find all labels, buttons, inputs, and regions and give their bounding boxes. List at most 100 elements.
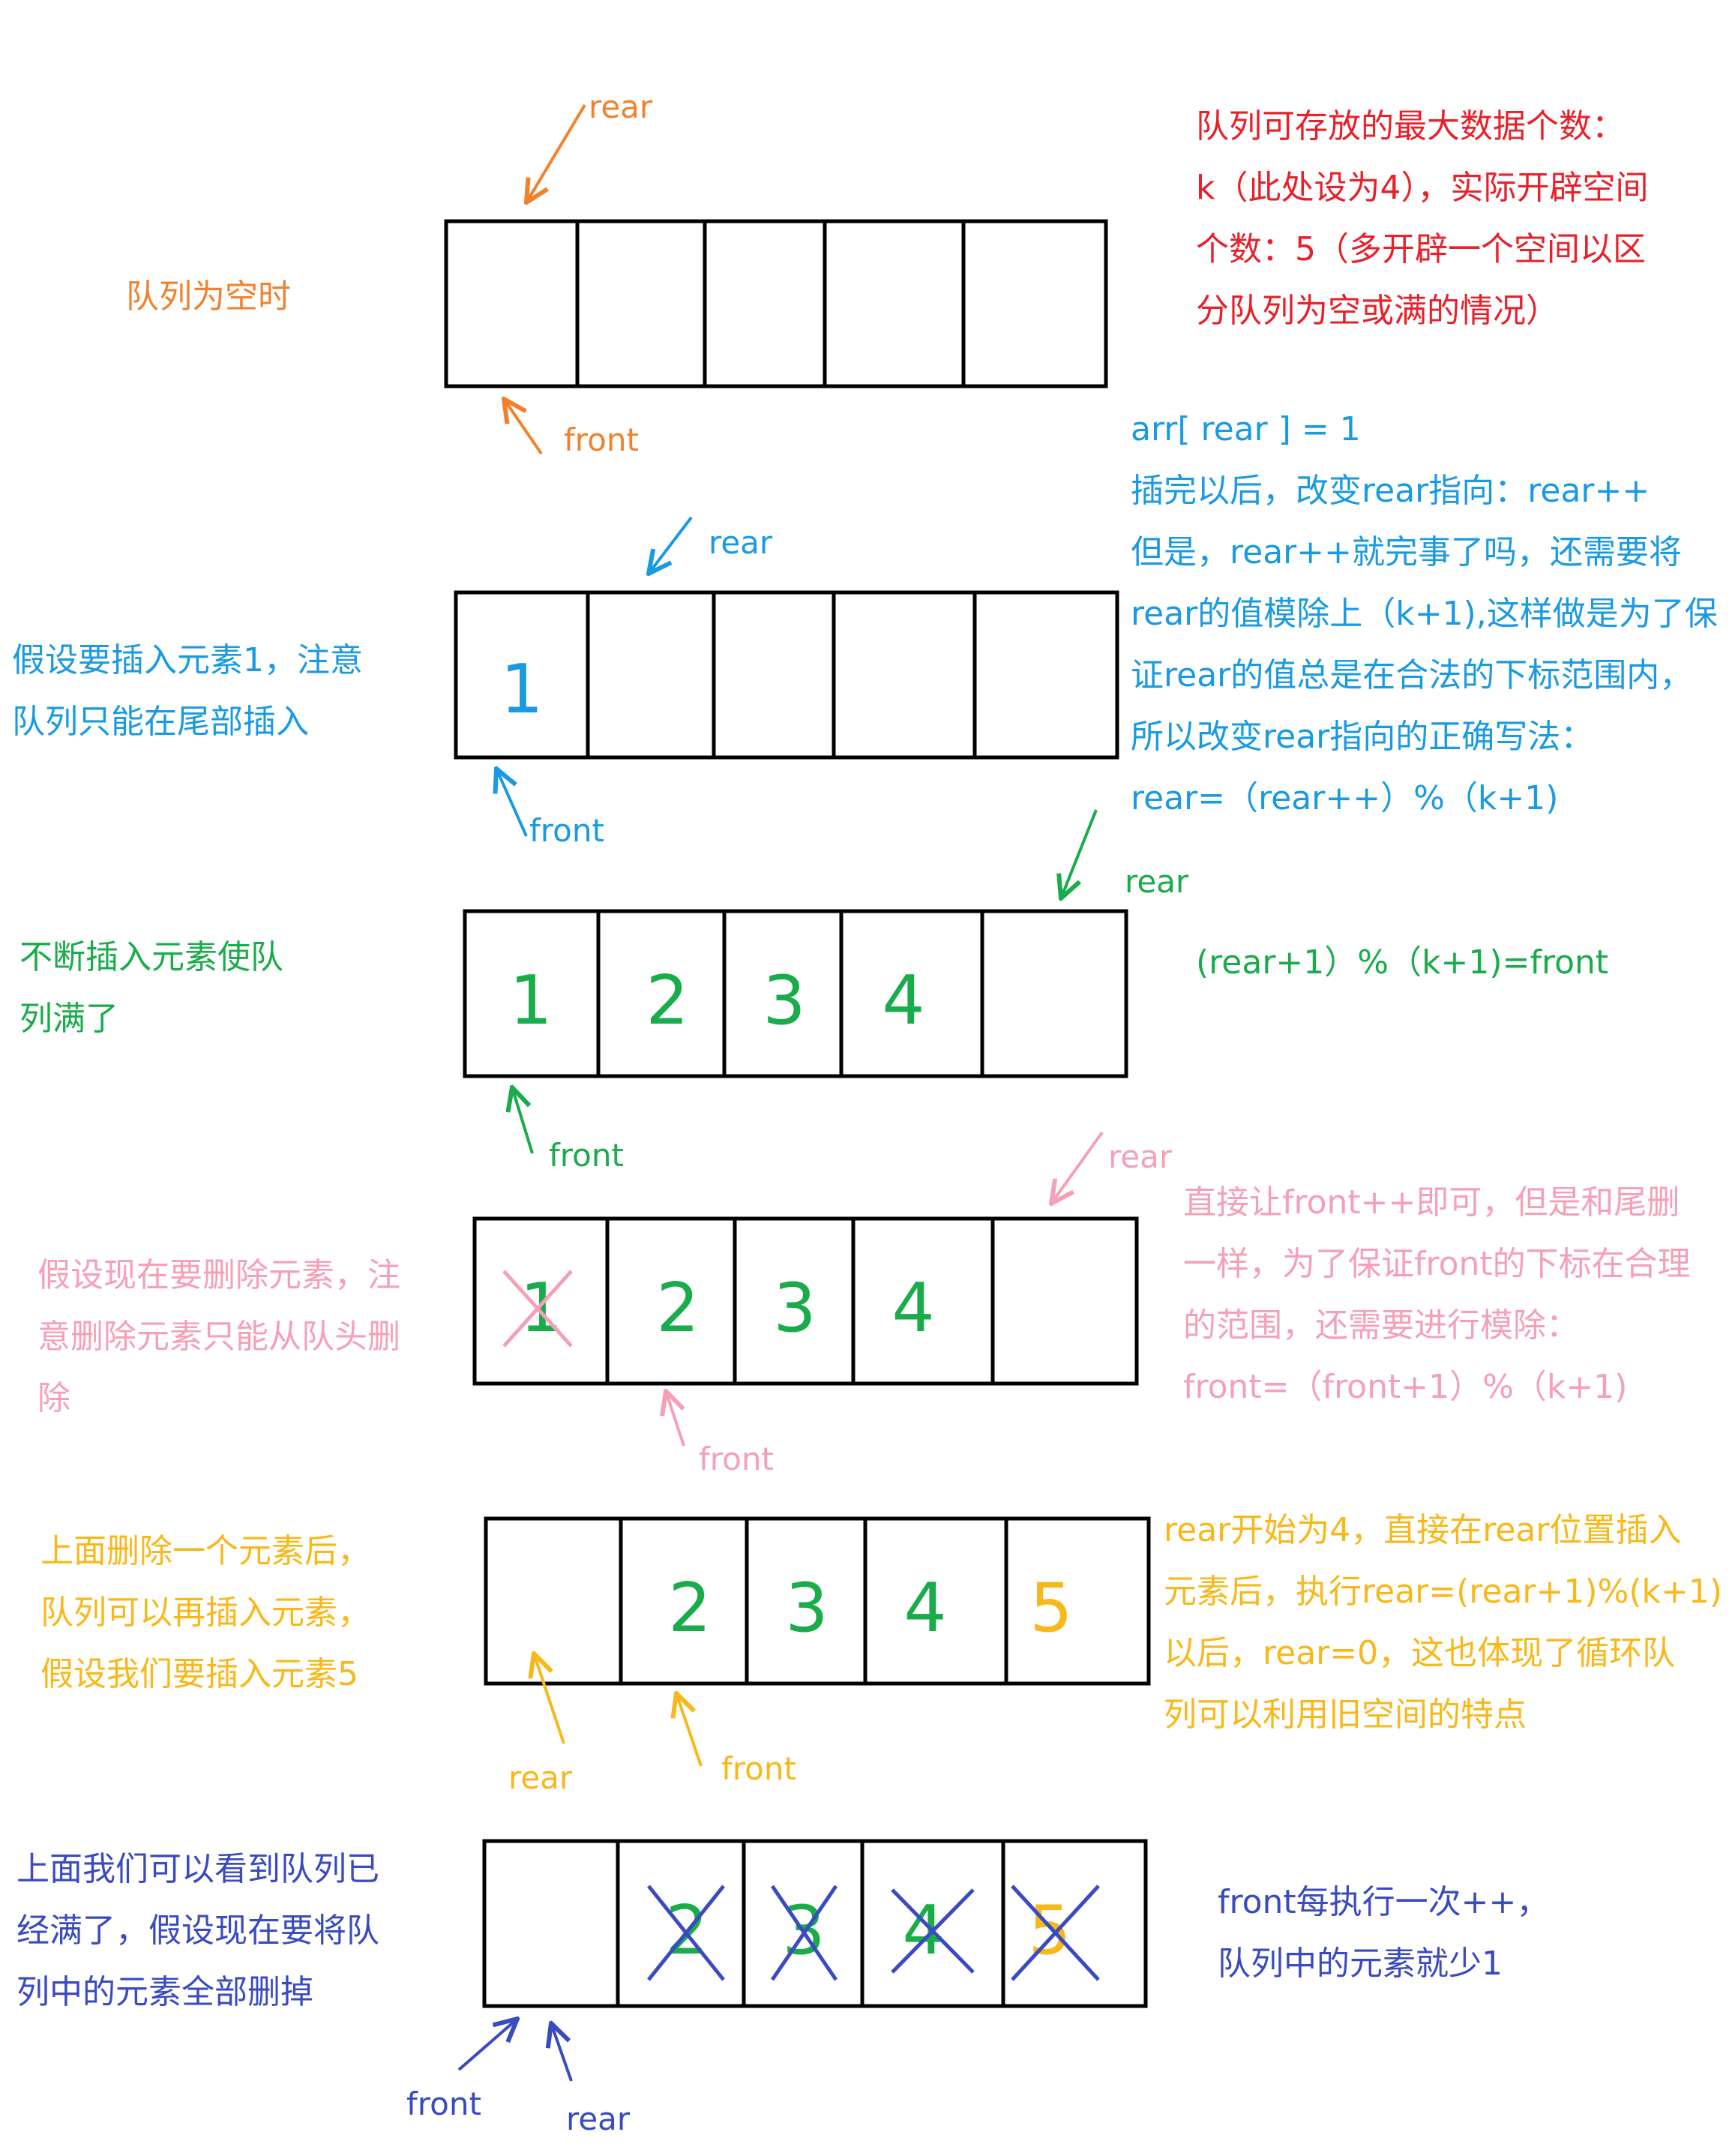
step5-caption: 上面删除一个元素后， 队列可以再插入元素， 假设我们要插入元素5 [40, 1521, 370, 1705]
note-line: 但是，rear++就完事了吗，还需要将 [1131, 533, 1682, 571]
queue-cell [484, 1516, 623, 1686]
front-label: front [529, 812, 604, 849]
front-arrow [666, 1391, 685, 1447]
cell-value: 1 [500, 650, 543, 729]
queue-step5: 2 3 4 5 [484, 1516, 1151, 1767]
queue-cell [444, 219, 580, 388]
step2-caption: 假设要插入元素1，注意 队列只能在尾部插入 [12, 630, 363, 753]
rear-arrow [551, 2023, 573, 2082]
step1-note: 队列可存放的最大数据个数： k（此处设为4），实际开辟空间 个数：5（多开辟一个… [1196, 96, 1648, 342]
cell-value: 5 [1029, 1569, 1072, 1648]
cell-value-deleted: 5 [1028, 1891, 1071, 1970]
note-line: 列可以利用旧空间的特点 [1164, 1696, 1527, 1734]
step4-caption: 假设现在要删除元素，注 意删除元素只能从队头删 除 [37, 1245, 400, 1429]
queue-step6-cells [482, 1839, 1148, 2008]
note-line: 的范围，还需要进行模除： [1183, 1306, 1579, 1345]
queue-cell [1001, 1839, 1148, 2008]
note-line: 分队列为空或满的情况） [1196, 292, 1559, 330]
note-line: 直接让front++即可，但是和尾删 [1183, 1183, 1680, 1222]
cell-value: 2 [656, 1269, 699, 1348]
caption-line: 列满了 [19, 1000, 118, 1038]
cell-value: 2 [646, 961, 688, 1040]
queue-step3: 1 2 3 4 [463, 809, 1128, 1154]
caption-line: 经满了，假设现在要将队 [16, 1912, 379, 1950]
front-label: front [721, 1750, 796, 1787]
note-line: rear=（rear++）%（k+1) [1131, 779, 1559, 817]
note-line: rear的值模除上（k+1),这样做是为了保 [1131, 595, 1718, 633]
cell-value-deleted: 4 [902, 1891, 945, 1970]
front-label: front [549, 1137, 624, 1174]
caption-line: 意删除元素只能从队头删 [37, 1318, 400, 1356]
front-arrow [496, 769, 528, 837]
front-arrow [676, 1693, 703, 1767]
cell-value: 1 [509, 961, 552, 1040]
front-label: front [564, 421, 639, 458]
delete-cross [647, 1885, 1100, 1981]
caption-line: 上面删除一个元素后， [40, 1532, 370, 1570]
rear-label: rear [709, 524, 773, 561]
cell-value-deleted: 1 [520, 1269, 562, 1348]
step6-caption: 上面我们可以看到队列已 经满了，假设现在要将队 列中的元素全部删掉 [16, 1839, 379, 2023]
queue-cell [712, 590, 836, 760]
step1-caption: 队列为空时 [126, 277, 291, 316]
note-line: 插完以后，改变rear指向：rear++ [1131, 472, 1650, 510]
rear-label: rear [508, 1759, 573, 1796]
note-line: 所以改变rear指向的正确写法： [1131, 718, 1594, 756]
queue-step5-cells [484, 1516, 1151, 1686]
queue-step4: 1 2 3 4 [472, 1131, 1139, 1447]
cell-value: 3 [763, 961, 805, 1040]
front-label: front [699, 1441, 774, 1477]
front-arrow [512, 1087, 534, 1154]
step3-note: (rear+1）%（k+1)=front [1196, 943, 1609, 982]
queue-cell [575, 219, 707, 388]
step6-note: front每执行一次++， 队列中的元素就少1 [1218, 1872, 1549, 1995]
front-arrow [457, 2019, 517, 2071]
queue-cell [980, 909, 1128, 1078]
cell-value: 3 [773, 1269, 816, 1348]
note-line: 队列中的元素就少1 [1218, 1945, 1503, 1983]
cell-value: 4 [891, 1269, 934, 1348]
rear-label: rear [566, 2101, 631, 2137]
step2-note: arr[ rear ] = 1 插完以后，改变rear指向：rear++ 但是，… [1131, 399, 1718, 829]
queue-step3-cells [463, 909, 1128, 1078]
step5-note: rear开始为4，直接在rear位置插入 元素后，执行rear=(rear+1)… [1164, 1500, 1722, 1746]
queue-step6: 2 3 4 5 [457, 1839, 1148, 2082]
step4-note: 直接让front++即可，但是和尾删 一样，为了保证front的下标在合理 的范… [1183, 1172, 1691, 1418]
queue-step1-cells [444, 219, 1108, 388]
caption-line: 队列可以再插入元素， [40, 1594, 370, 1632]
caption-line: 上面我们可以看到队列已 [16, 1850, 379, 1888]
note-line: 队列可存放的最大数据个数： [1196, 107, 1625, 145]
cell-value: 4 [882, 961, 924, 1040]
queue-step4-cells [472, 1216, 1139, 1386]
queue-cell [972, 590, 1119, 760]
queue-step2: 1 [454, 516, 1119, 837]
cell-value: 4 [903, 1569, 946, 1648]
cell-value: 2 [668, 1569, 711, 1648]
queue-cell [703, 219, 827, 388]
note-line: 以后，rear=0，这也体现了循环队 [1164, 1634, 1676, 1672]
note-line: 个数：5（多开辟一个空间以区 [1196, 230, 1646, 268]
note-line: 元素后，执行rear=(rear+1)%(k+1) [1164, 1573, 1723, 1611]
step3-caption: 不断插入元素使队 列满了 [19, 927, 283, 1050]
caption-line: 假设要插入元素1，注意 [12, 641, 363, 679]
front-label: front [406, 2086, 481, 2122]
rear-arrow [526, 103, 586, 202]
queue-step2-cells [454, 590, 1119, 760]
queue-cell [832, 590, 977, 760]
caption-line: 不断插入元素使队 [19, 938, 283, 976]
queue-cell [823, 219, 966, 388]
note-line: 一样，为了保证front的下标在合理 [1183, 1245, 1691, 1283]
caption-line: 假设现在要删除元素，注 [37, 1256, 400, 1294]
caption-line: 假设我们要插入元素5 [40, 1655, 358, 1693]
queue-cell [586, 590, 716, 760]
cell-value: 3 [785, 1569, 828, 1648]
rear-label: rear [1108, 1138, 1173, 1175]
rear-arrow [534, 1654, 565, 1744]
note-line: front每执行一次++， [1218, 1883, 1550, 1921]
note-line: 证rear的值总是在合法的下标范围内， [1131, 656, 1693, 694]
note-line: k（此处设为4），实际开辟空间 [1196, 169, 1649, 207]
note-line: rear开始为4，直接在rear位置插入 [1164, 1511, 1682, 1549]
rear-label: rear [589, 88, 653, 125]
rear-arrow [649, 516, 693, 574]
